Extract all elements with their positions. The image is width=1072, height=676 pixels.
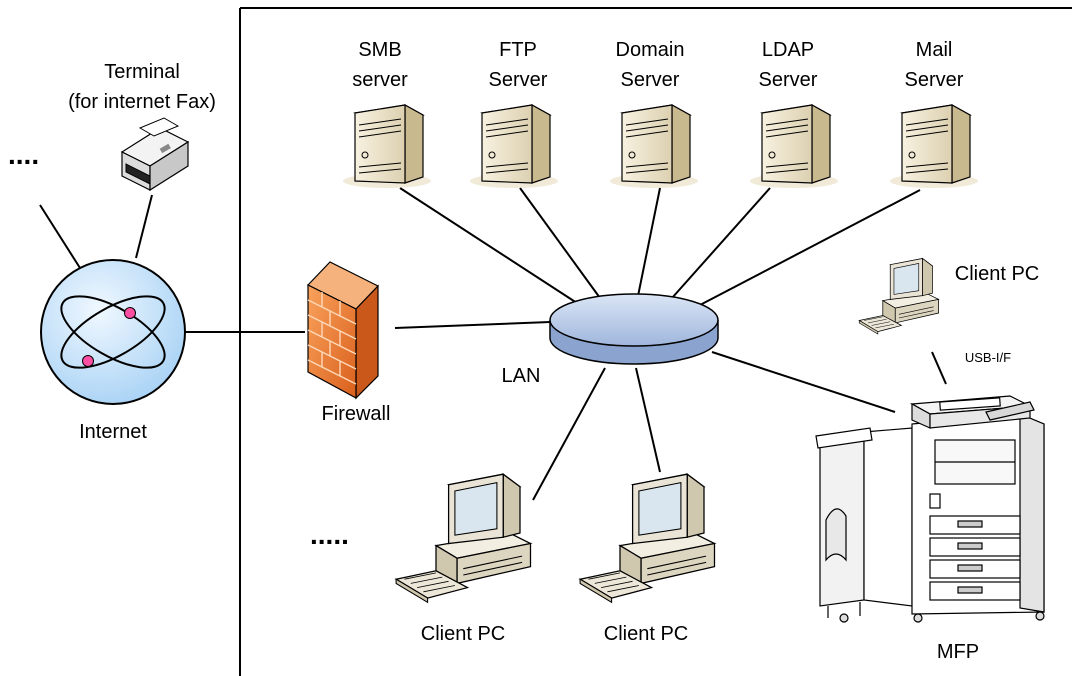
server-mail: Mail Server (889, 39, 979, 189)
terminal-label-2: (for internet Fax) (68, 91, 216, 113)
server-ldap-label-2: Server (759, 69, 818, 91)
usb-if-label: USB-I/F (965, 350, 1011, 365)
internet-globe-icon (40, 259, 186, 405)
server-ftp-label-1: FTP (499, 39, 537, 61)
client-pc-bottom-2-label: Client PC (604, 623, 688, 645)
firewall-icon (307, 261, 379, 400)
left-ellipsis: .... (8, 139, 39, 170)
bottom-ellipsis: ..... (310, 519, 349, 550)
server-smb: SMB server (342, 39, 432, 189)
client-pc-bottom-2-icon (579, 473, 716, 603)
server-ftp-label-2: Server (489, 69, 548, 91)
connection-lines (39, 187, 947, 501)
server-ldap-label-1: LDAP (762, 39, 814, 61)
server-smb-label-1: SMB (358, 39, 401, 61)
client-pc-right-icon (858, 258, 939, 335)
client-pc-right-label: Client PC (955, 263, 1039, 285)
server-smb-label-2: server (352, 69, 408, 91)
firewall-label: Firewall (322, 403, 391, 425)
terminal-label-1: Terminal (104, 61, 180, 83)
server-ldap: LDAP Server (749, 39, 839, 189)
network-boundary (239, 7, 1072, 676)
server-mail-label-2: Server (905, 69, 964, 91)
server-domain-label-2: Server (621, 69, 680, 91)
mfp-icon (815, 395, 1045, 623)
fax-terminal-icon (120, 117, 190, 192)
lan-label: LAN (502, 365, 541, 387)
client-pc-bottom-1-label: Client PC (421, 623, 505, 645)
internet-label: Internet (79, 421, 147, 443)
client-pc-bottom-1-icon (395, 473, 532, 603)
server-domain: Domain Server (609, 39, 699, 189)
server-domain-label-1: Domain (616, 39, 685, 61)
lan-hub-icon (549, 293, 719, 365)
server-mail-label-1: Mail (916, 39, 953, 61)
server-ftp: FTP Server (469, 39, 559, 189)
mfp-label: MFP (937, 641, 979, 663)
